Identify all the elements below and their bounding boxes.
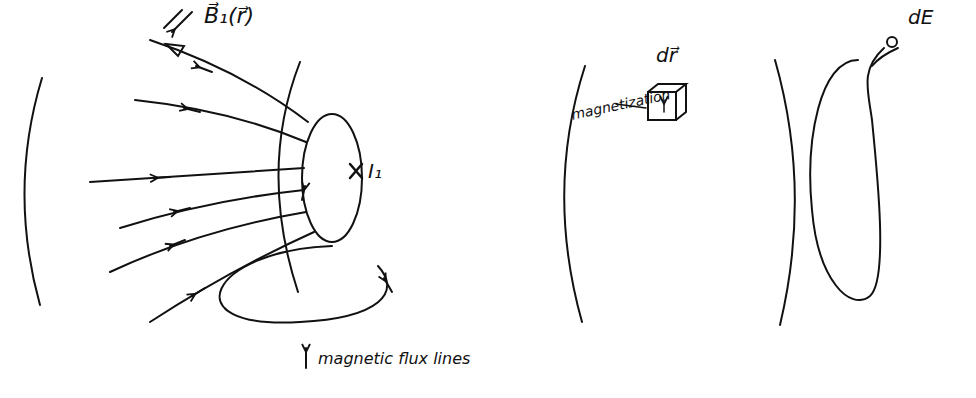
field-label: B⃗₁(r⃗) — [204, 4, 254, 28]
element-label: dr⃗ — [656, 44, 677, 66]
caption-note: magnetic flux lines — [318, 350, 470, 368]
magnetization-label: magnetization — [570, 87, 672, 123]
energy-label: dE — [908, 6, 933, 28]
current-label: I₁ — [368, 160, 382, 182]
